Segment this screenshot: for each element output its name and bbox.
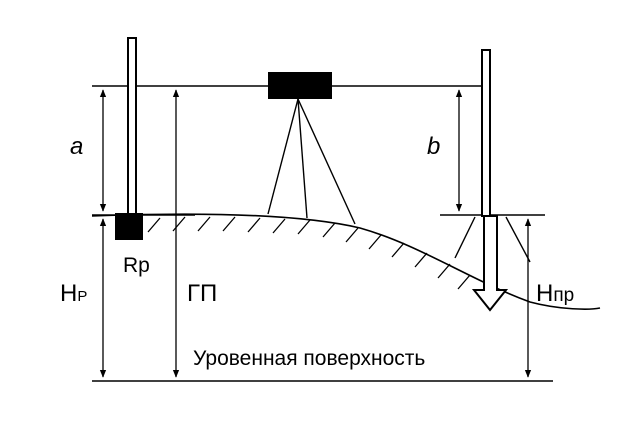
label-h-rp: HP — [60, 280, 87, 307]
tripod — [267, 98, 356, 225]
right-staff — [481, 49, 491, 217]
new-point-arrow — [471, 215, 509, 312]
left-staff — [127, 37, 137, 217]
label-h-pr: Hпр — [536, 280, 574, 307]
level-instrument — [268, 72, 332, 99]
label-b: b — [427, 133, 440, 160]
label-level-surface: Уровенная поверхность — [193, 347, 425, 370]
label-gp: ГП — [187, 280, 217, 307]
benchmark-block — [115, 213, 143, 240]
label-a: a — [70, 133, 83, 160]
ground-hatching — [147, 216, 471, 290]
ground-surface — [91, 213, 601, 310]
label-rp: Rp — [123, 254, 150, 277]
